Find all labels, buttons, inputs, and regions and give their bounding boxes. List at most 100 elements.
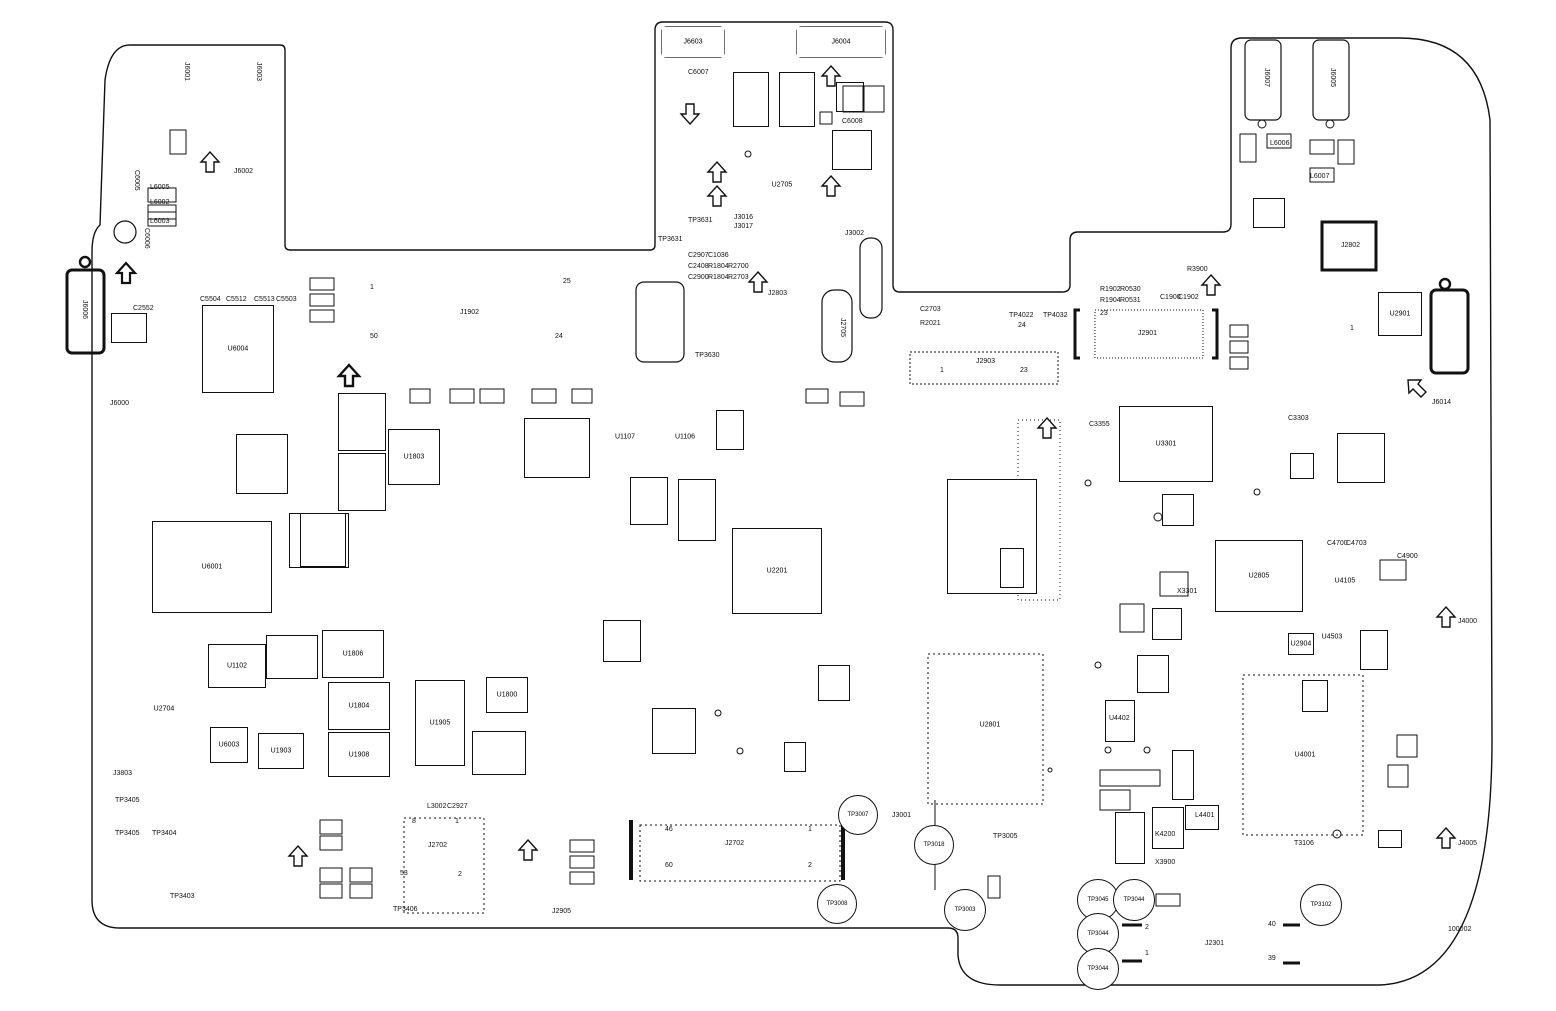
chip-block	[652, 708, 696, 754]
chip-u1903: U1903	[258, 733, 304, 769]
pin-number: 1	[1145, 950, 1149, 957]
connector-j3002-label: J3002	[845, 230, 865, 237]
j2702-right-outline	[639, 824, 841, 882]
testpoint-label: TP3045	[1087, 897, 1109, 903]
label: C6007	[688, 69, 709, 76]
pin-number: 2	[808, 862, 812, 869]
chip-block	[1185, 805, 1219, 830]
testpoint-tp3007: TP3007	[838, 795, 878, 835]
label: R2700	[728, 263, 749, 270]
chip-label: U2801	[979, 721, 1001, 729]
connector-j6002-label: J6002	[234, 168, 254, 175]
connector-label: J6603	[683, 38, 703, 46]
testpoint-label: TP3044	[1123, 897, 1145, 903]
chip-block	[1360, 630, 1388, 670]
slot	[1312, 39, 1350, 121]
testpoint-tp3003: TP3003	[944, 889, 986, 931]
label: TP3631	[688, 217, 713, 224]
chip-block	[1000, 548, 1024, 588]
chip-u1908: U1908	[328, 732, 390, 777]
chip-u6003: U6003	[210, 727, 248, 763]
bracket	[1212, 308, 1219, 360]
connector-j3016-label: J3016	[734, 214, 754, 221]
chip-label: U1800	[496, 691, 518, 699]
label: C1036	[708, 252, 729, 259]
label: TP4022	[1009, 312, 1034, 319]
chip-block	[1152, 608, 1182, 640]
chip-block	[1105, 700, 1135, 742]
label: C4703	[1346, 540, 1367, 547]
mount-hole	[113, 220, 137, 244]
chip-label: U1102	[226, 662, 248, 670]
up-arrow-icon	[287, 844, 309, 867]
chip-u1107: U1107	[600, 412, 650, 462]
label: C3355	[1089, 421, 1110, 428]
label: C3303	[1288, 415, 1309, 422]
chip-u1106: U1106	[660, 412, 710, 462]
chip-u1800: U1800	[486, 677, 528, 713]
label: C4900	[1397, 553, 1418, 560]
chip-block	[716, 410, 744, 450]
label: L6006	[1270, 140, 1290, 147]
label: C2907	[688, 252, 709, 259]
up-arrow-icon	[820, 64, 842, 87]
chip-label: U1905	[429, 719, 451, 727]
pin-number: 50	[370, 333, 378, 340]
label: TP3406	[393, 906, 418, 913]
pin-number: 1	[940, 367, 944, 374]
board-id-mark: 100002	[1448, 926, 1472, 933]
bracket	[1073, 308, 1080, 360]
up-arrow-icon	[820, 174, 842, 197]
j2903-outline	[909, 351, 1059, 385]
region-outline	[1017, 419, 1061, 601]
connector-j2702-label: J2702	[428, 842, 448, 849]
up-arrow-icon	[706, 160, 728, 183]
testpoint-label: TP3018	[923, 842, 945, 848]
chip-u2904: U2904	[1288, 633, 1314, 655]
mount-hole	[78, 255, 92, 269]
via	[1143, 746, 1151, 754]
chip-block	[1152, 807, 1184, 849]
via	[1047, 767, 1053, 773]
chip-label: U1107	[614, 433, 636, 441]
label: TP3405	[115, 797, 140, 804]
chip-block	[818, 665, 850, 701]
label: C2552	[133, 305, 154, 312]
label: C5503	[276, 296, 297, 303]
connector-j2903-label: J2903	[976, 358, 996, 365]
label: TP3631	[658, 236, 683, 243]
label: R1804	[708, 274, 729, 281]
testpoint-label: TP3044	[1087, 966, 1109, 972]
pin-number: 2	[1145, 924, 1149, 931]
chip-u1905: U1905	[415, 680, 465, 766]
chip-u1804: U1804	[328, 682, 390, 730]
chip-u1806: U1806	[322, 630, 384, 678]
connector-j2802-label: J2802	[1341, 242, 1361, 249]
up-arrow-icon	[1036, 416, 1058, 439]
pin-number: 24	[1018, 322, 1026, 329]
chip-label: U2704	[153, 705, 175, 713]
passive-components	[147, 85, 1418, 907]
pin-number: 1	[808, 826, 812, 833]
label: C5513	[254, 296, 275, 303]
label: L4401	[1195, 812, 1215, 819]
chip-block	[1137, 655, 1169, 693]
chip-label: U2201	[766, 567, 788, 575]
chip-block	[266, 635, 318, 679]
chip-label: U1908	[348, 751, 370, 758]
slot	[821, 289, 853, 363]
chip-u4105: U4105	[1315, 566, 1375, 596]
chip-label: U4001	[1294, 751, 1316, 759]
chip-block	[733, 72, 769, 127]
label: TP3630	[695, 352, 720, 359]
pin-number: 1	[455, 818, 459, 825]
up-arrow-icon	[747, 270, 769, 293]
pin-number: 24	[555, 333, 563, 340]
up-arrow-icon	[706, 184, 728, 207]
chip-block	[779, 72, 815, 127]
label: K4200	[1155, 831, 1176, 838]
up-arrow-icon	[517, 838, 539, 861]
chip-block	[630, 477, 668, 525]
chip-u2201: U2201	[732, 528, 822, 614]
